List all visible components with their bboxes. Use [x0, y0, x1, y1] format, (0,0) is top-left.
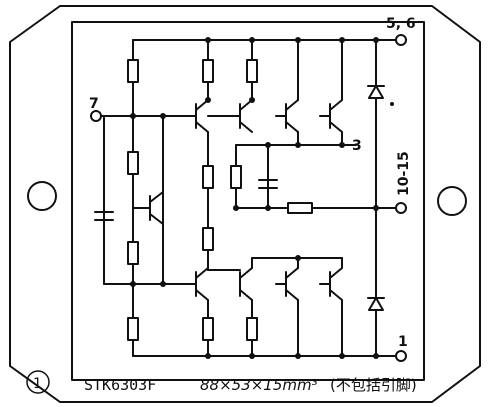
- transistor-lower-4: [319, 267, 343, 301]
- mounting-hole-right: [437, 186, 467, 216]
- transistor-lower-1: [189, 267, 209, 301]
- input-capacitor: [94, 211, 114, 221]
- resistor-r5: [202, 59, 214, 83]
- resistor-r9: [230, 165, 242, 189]
- resistor-r7: [202, 165, 214, 189]
- resistor-r10: [287, 202, 313, 214]
- transistor-upper-2: [207, 99, 253, 133]
- pin56-label: 5, 6: [386, 16, 416, 32]
- pin56-terminal: [395, 34, 407, 46]
- output-capacitor: [258, 179, 278, 189]
- transistor-upper-3: [275, 99, 299, 133]
- transistor-upper-4: [319, 99, 343, 133]
- dimension-note: (不包括引脚): [330, 376, 417, 394]
- diode-top: [367, 85, 385, 99]
- transistor-lower-2: [207, 267, 253, 301]
- resistor-r4: [127, 317, 139, 341]
- pin3-label: 3: [352, 138, 362, 154]
- junction-dots: [130, 37, 394, 359]
- resistor-r8: [202, 227, 214, 251]
- part-number: STK6303F: [84, 376, 156, 394]
- resistor-r11: [202, 317, 214, 341]
- pin7-terminal: [90, 110, 102, 122]
- dimensions: 88×53×15mm³: [200, 376, 318, 394]
- resistor-r1: [127, 59, 139, 83]
- substrate-boundary: [71, 21, 425, 381]
- pin1-terminal: [395, 350, 407, 362]
- transistor-upper-1: [189, 99, 209, 133]
- resistor-r12: [246, 317, 258, 341]
- mounting-hole-left: [27, 181, 57, 211]
- resistor-r2: [127, 151, 139, 175]
- resistor-r6: [246, 59, 258, 83]
- diode-bottom: [367, 297, 385, 311]
- resistor-r3: [127, 241, 139, 265]
- pin1-label: 1: [398, 334, 408, 350]
- pin1015-label: 10-15: [396, 151, 412, 196]
- bias-transistor: [132, 191, 164, 225]
- pin1015-terminal: [395, 202, 407, 214]
- package-outline: [9, 5, 481, 403]
- transistor-lower-3: [275, 267, 299, 301]
- figure-number-circle: [26, 370, 50, 394]
- pin7-label: 7: [89, 96, 99, 112]
- figure-number: 1: [33, 376, 42, 392]
